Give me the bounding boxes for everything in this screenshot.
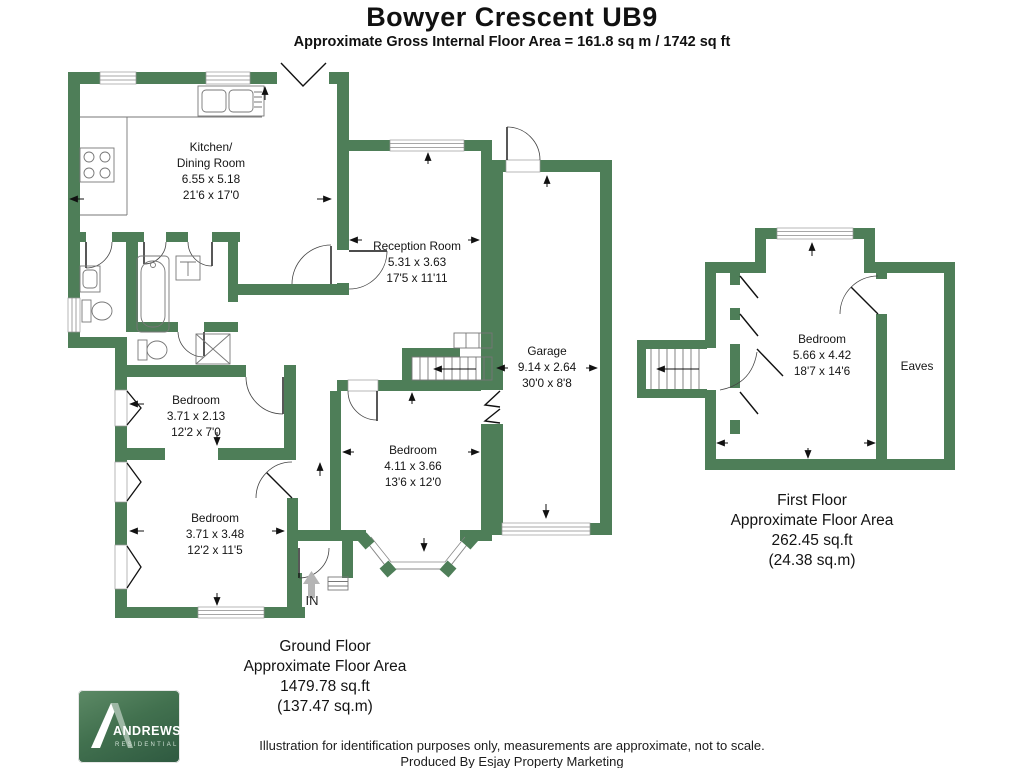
casement-marks [126,390,142,589]
kitchen-counter [80,116,262,216]
dimension-arrows [69,86,876,606]
ground-floor-caption: Ground Floor Approximate Floor Area 1479… [243,638,407,715]
logo-division-text: RESIDENTIAL [115,742,179,748]
andrews-residential-logo: ANDREWS RESIDENTIAL [78,690,180,763]
page-subtitle: Approximate Gross Internal Floor Area = … [293,34,731,50]
hob [79,147,115,183]
room-label-first-bedroom: Bedroom 5.66 x 4.42 18'7 x 14'6 [792,332,852,378]
room-label-garage: Garage 9.14 x 2.64 30'0 x 8'8 [517,344,577,390]
shower [195,333,231,365]
toilet-2 [137,339,168,361]
bay-window [357,532,479,578]
entrance-in-label: IN [305,593,319,608]
logo-brand-text: ANDREWS [113,724,180,738]
basin-2 [175,255,201,281]
french-doors [280,62,327,88]
room-label-reception: Reception Room 5.31 x 3.63 17'5 x 11'11 [373,239,461,285]
kitchen-sink [197,85,265,117]
room-label-bedroom-lower: Bedroom 3.71 x 3.48 12'2 x 11'5 [185,511,245,557]
producer-text: Produced By Esjay Property Marketing [400,754,624,768]
room-label-eaves: Eaves [900,359,934,373]
room-label-bedroom-small: Bedroom 3.71 x 2.13 12'2 x 7'0 [166,393,226,439]
entrance-arrow-icon [303,571,320,598]
first-floor-caption: First Floor Approximate Floor Area 262.4… [730,492,894,569]
entrance-step [327,576,349,591]
room-label-bedroom-mid: Bedroom 4.11 x 3.66 13'6 x 12'0 [384,443,442,489]
room-label-kitchen: Kitchen/ Dining Room 6.55 x 5.18 21'6 x … [176,140,246,202]
basin [79,265,101,293]
logo-a-icon [91,703,118,748]
bath [136,255,170,333]
page-title: Bowyer Crescent UB9 [366,2,658,32]
toilet [81,299,113,323]
disclaimer-text: Illustration for identification purposes… [259,738,765,753]
windows [67,62,854,619]
doors [85,126,879,579]
